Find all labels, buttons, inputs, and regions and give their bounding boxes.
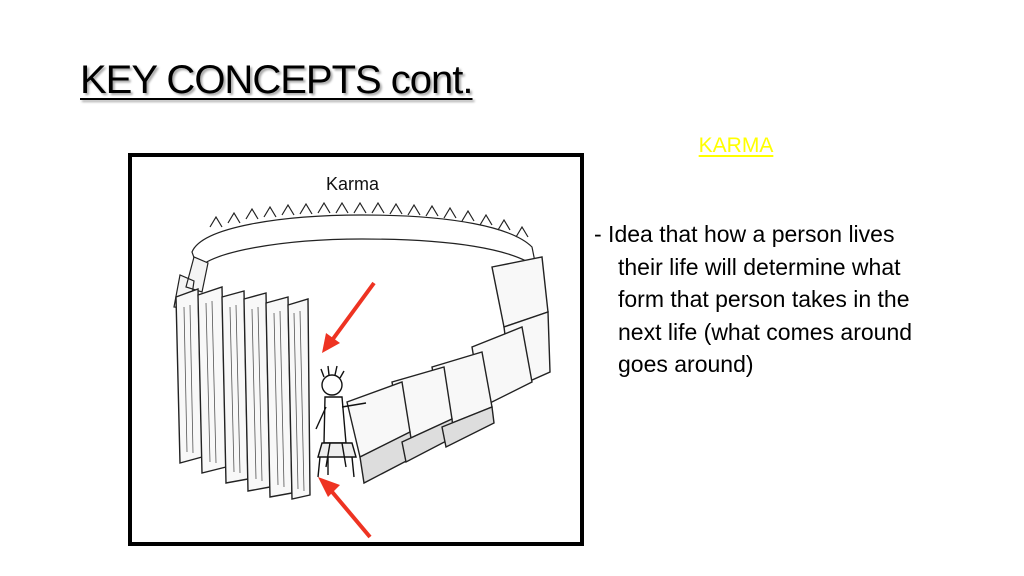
lower-arrow [326, 485, 372, 539]
karma-definition: - Idea that how a person lives their lif… [594, 221, 913, 377]
domino-cartoon: Karma [173, 174, 551, 539]
slide-title: KEY CONCEPTS cont. [80, 58, 474, 102]
upper-arrow [328, 281, 376, 345]
karma-heading: KARMA [698, 134, 774, 157]
tall-dominoes [175, 286, 311, 500]
falling-dominoes [346, 256, 551, 485]
seated-man [315, 365, 367, 478]
domino-ring [173, 201, 537, 310]
figure-caption: Karma [326, 174, 380, 194]
karma-illustration: Karma [128, 153, 584, 546]
red-arrows [318, 281, 376, 539]
